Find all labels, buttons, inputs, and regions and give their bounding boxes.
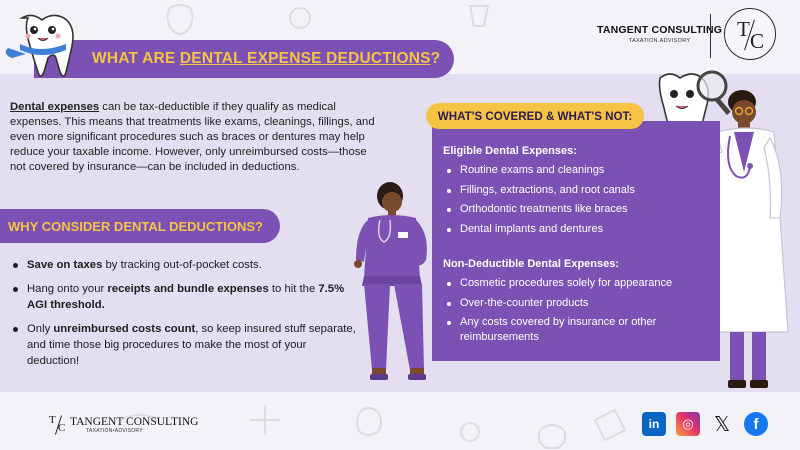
list-item: Dental implants and dentures bbox=[442, 222, 714, 237]
linkedin-icon[interactable]: in bbox=[642, 412, 666, 436]
why-item-text: Hang onto your bbox=[27, 283, 108, 295]
why-item-text: to hit the bbox=[268, 283, 319, 295]
brand-subtitle: TAXATION.ADVISORY bbox=[628, 38, 691, 44]
why-item-text: by tracking out-of-pocket costs. bbox=[102, 259, 262, 271]
list-item: Over-the-counter products bbox=[442, 296, 714, 311]
eligible-list: Routine exams and cleanings Fillings, ex… bbox=[442, 163, 714, 241]
brand-header: TANGENT CONSULTING TAXATION.ADVISORY bbox=[597, 24, 722, 44]
list-item: Fillings, extractions, and root canals bbox=[442, 183, 714, 198]
why-title: WHY CONSIDER DENTAL DEDUCTIONS? bbox=[8, 218, 263, 234]
page-title: WHAT ARE DENTAL EXPENSE DEDUCTIONS? bbox=[92, 50, 440, 68]
eligible-title: Eligible Dental Expenses: bbox=[443, 145, 577, 157]
list-item: Routine exams and cleanings bbox=[442, 163, 714, 178]
why-item-text: , so keep insured stuff separate, and ti… bbox=[27, 323, 356, 367]
title-suffix: ? bbox=[430, 50, 441, 67]
logo-letter-c: C bbox=[750, 29, 765, 53]
title-prefix: WHAT ARE bbox=[92, 50, 180, 67]
why-item-bold: unreimbursed costs count bbox=[53, 323, 196, 335]
logo-letter-c: C bbox=[58, 422, 66, 434]
nondeductible-list: Cosmetic procedures solely for appearanc… bbox=[442, 276, 714, 350]
why-item-2: Hang onto your receipts and bundle expen… bbox=[10, 281, 358, 313]
intro-lead: Dental expenses bbox=[10, 101, 100, 113]
why-item-text: Only bbox=[27, 323, 54, 335]
nurse-illustration-icon bbox=[354, 182, 427, 380]
covered-panel: Eligible Dental Expenses: Routine exams … bbox=[432, 121, 720, 361]
facebook-icon[interactable]: f bbox=[744, 412, 768, 436]
intro-paragraph: Dental expenses can be tax-deductible if… bbox=[10, 100, 382, 175]
covered-title: WHAT'S COVERED & WHAT'S NOT: bbox=[437, 109, 633, 123]
intro-body: can be tax-deductible if they qualify as… bbox=[10, 101, 375, 173]
nondeductible-title: Non-Deductible Dental Expenses: bbox=[443, 258, 620, 270]
why-item-bold: Save on taxes bbox=[27, 259, 103, 271]
logo-letter-t: T bbox=[737, 17, 750, 41]
x-icon[interactable]: 𝕏 bbox=[710, 412, 734, 436]
list-item: Orthodontic treatments like braces bbox=[442, 202, 714, 217]
footer-logo: T C bbox=[46, 414, 70, 436]
instagram-icon[interactable]: ◎ bbox=[676, 412, 700, 436]
why-item-bold: receipts and bundle expenses bbox=[107, 283, 269, 295]
brand-divider bbox=[710, 14, 711, 58]
brand-logo: T C bbox=[724, 8, 776, 60]
why-banner: WHY CONSIDER DENTAL DEDUCTIONS? bbox=[0, 209, 280, 243]
why-item-1: Save on taxes by tracking out-of-pocket … bbox=[10, 257, 358, 273]
why-item-3: Only unreimbursed costs count, so keep i… bbox=[10, 321, 358, 369]
brand-footer: T C TANGENT CONSULTING TAXATION•ADVISORY bbox=[46, 414, 198, 436]
list-item: Any costs covered by insurance or other … bbox=[442, 315, 714, 345]
footer-brand-name: TANGENT CONSULTING bbox=[70, 416, 199, 428]
tooth-mascot-icon bbox=[5, 14, 74, 77]
logo-letter-t: T bbox=[49, 414, 56, 426]
why-list: Save on taxes by tracking out-of-pocket … bbox=[10, 257, 358, 377]
title-highlight: DENTAL EXPENSE DEDUCTIONS bbox=[179, 50, 431, 67]
social-links: in ◎ 𝕏 f bbox=[642, 412, 768, 436]
list-item: Cosmetic procedures solely for appearanc… bbox=[442, 276, 714, 291]
brand-name: TANGENT CONSULTING bbox=[597, 24, 723, 36]
footer-brand-subtitle: TAXATION•ADVISORY bbox=[86, 428, 143, 434]
covered-header-pill: WHAT'S COVERED & WHAT'S NOT: bbox=[426, 103, 644, 129]
title-banner: WHAT ARE DENTAL EXPENSE DEDUCTIONS? bbox=[34, 40, 454, 78]
why-item-bold: 7.5% AGI threshold. bbox=[27, 283, 345, 311]
